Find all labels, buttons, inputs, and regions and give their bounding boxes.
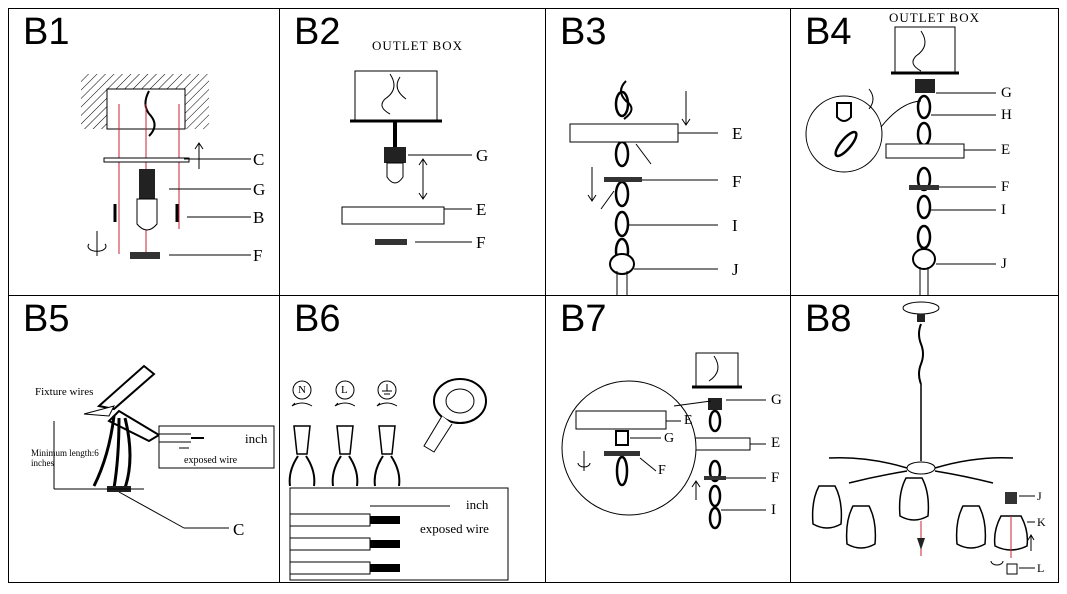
panel-b4: B4 OUTLET BOX — [790, 8, 1059, 296]
zoom-circle — [805, 95, 883, 173]
label-g: G — [476, 146, 489, 165]
crossbar — [103, 157, 190, 163]
zoom-label-g: G — [664, 431, 675, 446]
label-f: F — [1001, 179, 1010, 195]
fixture-wires-caption: Fixture wires — [35, 386, 94, 398]
canopy — [885, 143, 965, 159]
label-f: F — [732, 172, 742, 191]
panel-title: B8 — [805, 298, 852, 340]
outlet-box — [894, 26, 956, 74]
label-k: K — [1037, 515, 1046, 529]
panel-b2: B2 OUTLET BOX G E F — [279, 8, 546, 296]
panel-b5: B5 Fixture wires Minimum length:6 inches… — [8, 295, 280, 583]
zoom-circle — [561, 380, 697, 516]
outlet-box-caption: OUTLET BOX — [889, 10, 981, 25]
exposed-wire-label: exposed wire — [420, 521, 489, 536]
panel-b7: B7 — [545, 295, 791, 583]
b2-drawing — [341, 70, 472, 245]
b6-drawing — [288, 378, 509, 581]
label-i: I — [1001, 202, 1006, 218]
outlet-box — [354, 70, 438, 122]
label-g: G — [1001, 85, 1012, 101]
b5-drawing — [53, 364, 275, 529]
panel-title: B1 — [23, 11, 70, 53]
ring — [909, 185, 939, 190]
inset-box — [158, 425, 275, 469]
label-j: J — [1037, 489, 1042, 503]
panel-b3: B3 E F I J — [545, 8, 791, 296]
part-l — [1006, 563, 1018, 575]
panel-title: B4 — [805, 11, 852, 53]
symbol-live: L — [341, 384, 348, 396]
panel-title: B7 — [560, 298, 607, 340]
label-e: E — [476, 200, 487, 219]
b7-drawing — [561, 352, 766, 530]
part-j — [1005, 492, 1017, 504]
label-l: L — [1037, 561, 1045, 575]
panel-b8: B8 — [790, 295, 1059, 583]
label-b: B — [253, 208, 265, 227]
b3-drawing — [569, 80, 718, 295]
symbol-neutral: N — [298, 384, 306, 396]
label-i: I — [771, 502, 776, 518]
b4-drawing — [805, 26, 996, 295]
panel-title: B6 — [294, 298, 341, 340]
panel-title: B5 — [23, 298, 70, 340]
label-c: C — [233, 520, 245, 539]
panel-b6: B6 — [279, 295, 546, 583]
ring — [375, 239, 407, 245]
canopy-nut — [139, 169, 155, 199]
finial — [130, 252, 160, 259]
canopy — [341, 206, 445, 225]
panel-title: B3 — [560, 11, 607, 53]
canopy — [569, 123, 679, 143]
label-e: E — [1001, 142, 1011, 158]
outlet-box-caption: OUTLET BOX — [372, 38, 464, 53]
inch-label: inch — [245, 431, 268, 446]
ring — [704, 476, 726, 480]
canopy — [902, 301, 940, 315]
inch-label: inch — [466, 497, 489, 512]
panel-b1: B1 — [8, 8, 280, 296]
min-length-caption: Minimum length:6 inches — [31, 448, 99, 469]
zoom-label-e: E — [684, 413, 693, 428]
outlet-box — [695, 352, 739, 388]
panel-title: B2 — [294, 11, 341, 53]
label-f: F — [771, 470, 780, 486]
canopy — [689, 437, 751, 451]
label-e: E — [771, 435, 781, 451]
label-i: I — [732, 216, 738, 235]
zoom-label-f: F — [658, 463, 666, 478]
ring — [604, 177, 642, 182]
label-j: J — [1001, 256, 1007, 272]
label-g: G — [253, 180, 266, 199]
stripper-handle — [96, 364, 156, 411]
b8-drawing — [811, 301, 1035, 575]
exposed-wire-label: exposed wire — [184, 455, 238, 466]
label-f: F — [476, 233, 486, 252]
label-h: H — [1001, 107, 1012, 123]
label-f: F — [253, 246, 263, 265]
b1-drawing — [81, 74, 251, 259]
label-c: C — [253, 150, 265, 169]
label-g: G — [771, 392, 782, 408]
label-j: J — [732, 260, 739, 279]
label-e: E — [732, 124, 743, 143]
hub — [906, 461, 936, 475]
loop — [136, 198, 158, 231]
